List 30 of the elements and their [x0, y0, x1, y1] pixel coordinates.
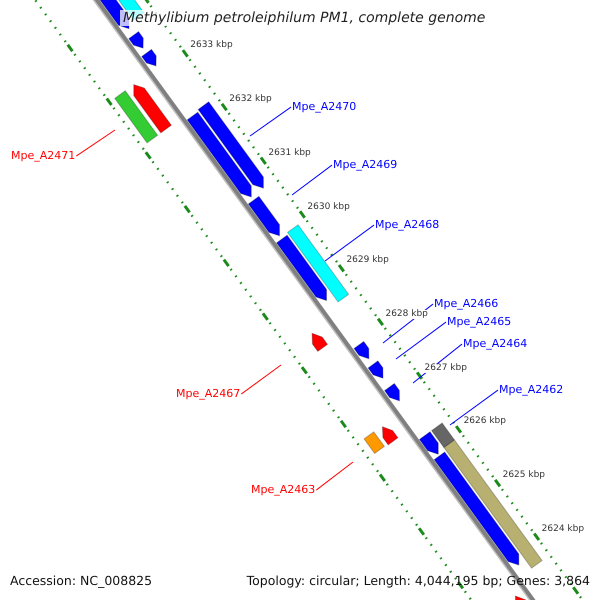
- leader-line: [396, 322, 446, 360]
- scale-label: 2624 kbp: [542, 524, 584, 534]
- scale-label: 2628 kbp: [385, 310, 428, 319]
- gene-label: Mpe_A2463: [251, 484, 316, 495]
- gene-label: Mpe_A2467: [176, 388, 240, 399]
- scale-label: 2629 kbp: [346, 256, 389, 266]
- gene-label: Mpe_A2464: [463, 338, 528, 349]
- gene-label: Mpe_A2468: [375, 219, 440, 230]
- scale-label: 2633 kbp: [190, 41, 233, 50]
- leader-line: [76, 130, 116, 157]
- leader-line: [240, 364, 282, 395]
- gene-label: Mpe_A2465: [447, 316, 512, 327]
- leader-line: [292, 164, 332, 196]
- scale-label: 2631 kbp: [268, 148, 311, 158]
- scale-label: 2626 kbp: [464, 417, 506, 426]
- scale-label: 2630 kbp: [307, 202, 350, 212]
- gene-label: Mpe_A2471: [11, 150, 76, 161]
- scale-label: 2627 kbp: [424, 364, 467, 373]
- accession-text: Accession: NC_008825: [10, 575, 152, 588]
- scale-label: 2625 kbp: [502, 471, 546, 480]
- leader-line: [450, 390, 498, 426]
- gene-label: Mpe_A2466: [434, 298, 498, 309]
- gene-label: Mpe_A2469: [333, 159, 398, 170]
- leader-line: [250, 106, 292, 136]
- leader-line: [324, 224, 374, 262]
- genome-info-text: Topology: circular; Length: 4,044,195 bp; Genes: 3,864: [246, 575, 590, 588]
- gene-label: Mpe_A2462: [499, 384, 564, 395]
- scale-label: 2632 kbp: [229, 95, 272, 104]
- gene-label: Mpe_A2470: [292, 101, 356, 112]
- leader-line: [316, 462, 354, 491]
